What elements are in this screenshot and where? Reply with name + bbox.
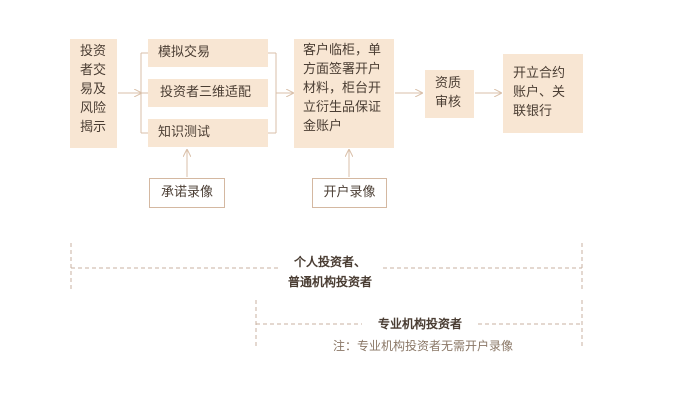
- risk-disclosure-label: 投资者交易及风险揭示: [80, 44, 107, 135]
- open-contract-account-label: 开立合约账户、关联银行: [513, 66, 566, 119]
- professional-note: 注：专业机构投资者无需开户录像: [332, 339, 513, 353]
- commitment-video-box: 承诺录像: [149, 178, 225, 208]
- individual-scope-label: 个人投资者、 普通机构投资者: [270, 252, 390, 292]
- counter-signing-label: 客户临柜，单方面签署开户材料，柜台开立衍生品保证金账户: [303, 43, 382, 134]
- individual-scope-line2: 普通机构投资者: [287, 275, 372, 289]
- account-video-label: 开户录像: [323, 185, 376, 200]
- open-contract-account-box: 开立合约账户、关联银行: [503, 54, 583, 133]
- individual-scope-line1: 个人投资者、: [293, 255, 366, 269]
- risk-disclosure-box: 投资者交易及风险揭示: [70, 39, 117, 148]
- professional-scope-label: 专业机构投资者: [377, 317, 462, 331]
- simulated-trading-label: 模拟交易: [158, 45, 211, 60]
- knowledge-test-box: 知识测试: [148, 119, 268, 147]
- three-dim-matching-label: 投资者三维适配: [160, 85, 252, 100]
- qualification-review-label: 资质审核: [435, 76, 462, 110]
- three-dim-matching-box: 投资者三维适配: [148, 79, 268, 107]
- counter-signing-box: 客户临柜，单方面签署开户材料，柜台开立衍生品保证金账户: [294, 39, 394, 148]
- commitment-video-label: 承诺录像: [160, 185, 213, 200]
- knowledge-test-label: 知识测试: [158, 125, 211, 140]
- account-video-box: 开户录像: [312, 178, 387, 208]
- qualification-review-box: 资质审核: [425, 70, 474, 118]
- simulated-trading-box: 模拟交易: [148, 39, 268, 67]
